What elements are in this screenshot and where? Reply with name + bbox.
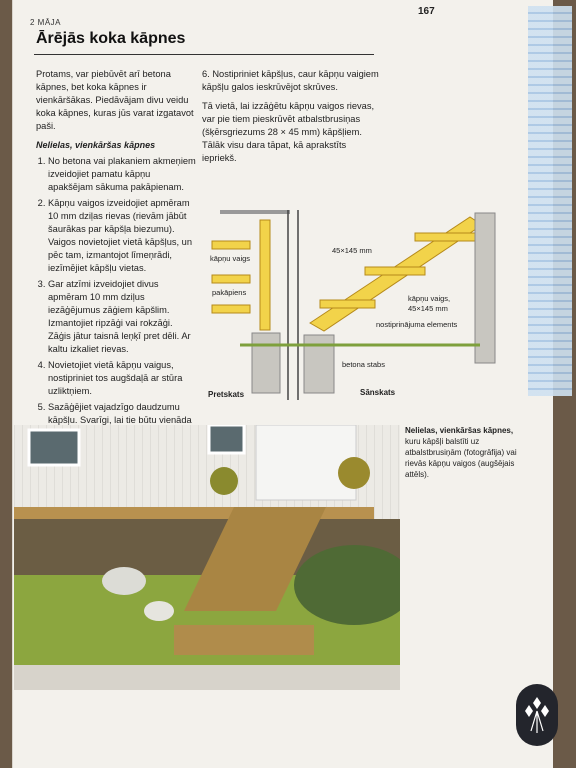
stair-diagram: kāpņu vaigs pakāpiens Pretskats 45×145 m…	[208, 210, 496, 400]
front-post	[251, 332, 281, 394]
label-pakapiens: pakāpiens	[212, 288, 246, 297]
title-rule	[34, 54, 374, 55]
step-6: 6. Nostipriniet kāpšļus, caur kāpņu vaig…	[202, 69, 379, 92]
front-step	[211, 304, 251, 314]
intro-paragraph: Protams, var piebūvēt arī betona kāpnes,…	[36, 69, 194, 131]
page-number: 167	[418, 6, 435, 17]
steps-list: No betona vai plakaniem akmeņiem izveido…	[36, 155, 196, 440]
front-top-beam	[220, 210, 290, 214]
photo-caption: Nelielas, vienkāršas kāpnes, kuru kāpšļi…	[405, 425, 525, 480]
page-title: Ārējās koka kāpnes	[36, 30, 186, 47]
label-pretskats: Pretskats	[208, 390, 245, 399]
label-kapnu-vaigs: kāpņu vaigs	[210, 254, 250, 263]
step-item: Gar atzīmi izveidojiet divus apmēram 10 …	[48, 278, 196, 356]
right-column: 6. Nostipriniet kāpšļus, caur kāpņu vaig…	[202, 68, 382, 171]
label-betona: betona stabs	[342, 360, 385, 369]
step-item: Kāpņu vaigos izveidojiet apmēram 10 mm d…	[48, 197, 196, 275]
step-item: No betona vai plakaniem akmeņiem izveido…	[48, 155, 196, 194]
left-column: Protams, var piebūvēt arī betona kāpnes,…	[36, 68, 196, 443]
caption-text: kuru kāpšļi balstīti uz atbalstbrusiņām …	[405, 437, 517, 479]
step-item: Novietojiet vietā kāpņu vaigus, nostipri…	[48, 359, 196, 398]
front-step	[211, 274, 251, 284]
side-step	[319, 299, 376, 309]
watermark-logo	[516, 684, 558, 746]
label-sanskats: Sānskats	[360, 388, 396, 397]
label-nostiprinajuma: nostiprinājuma elements	[376, 320, 458, 329]
page-edge-tab	[528, 6, 572, 396]
front-step	[211, 240, 251, 250]
side-wall-post	[474, 212, 496, 364]
label-dim1: 45×145 mm	[332, 246, 372, 255]
label-dim2: 45×145 mm	[408, 304, 448, 313]
front-stringer	[259, 219, 271, 331]
caption-bold: Nelielas, vienkāršas kāpnes,	[405, 426, 514, 435]
section-header: 2 MĀJA	[30, 18, 62, 27]
logo-icon	[525, 697, 549, 733]
subheading: Nelielas, vienkāršas kāpnes	[36, 140, 156, 150]
alt-paragraph: Tā vietā, lai izzāģētu kāpņu vaigos riev…	[202, 101, 375, 163]
label-kapnu-vaigs2: kāpņu vaigs,	[408, 294, 450, 303]
stair-photo	[14, 425, 400, 690]
side-step	[414, 232, 476, 242]
side-step	[364, 266, 426, 276]
photo-stairs	[184, 507, 326, 611]
